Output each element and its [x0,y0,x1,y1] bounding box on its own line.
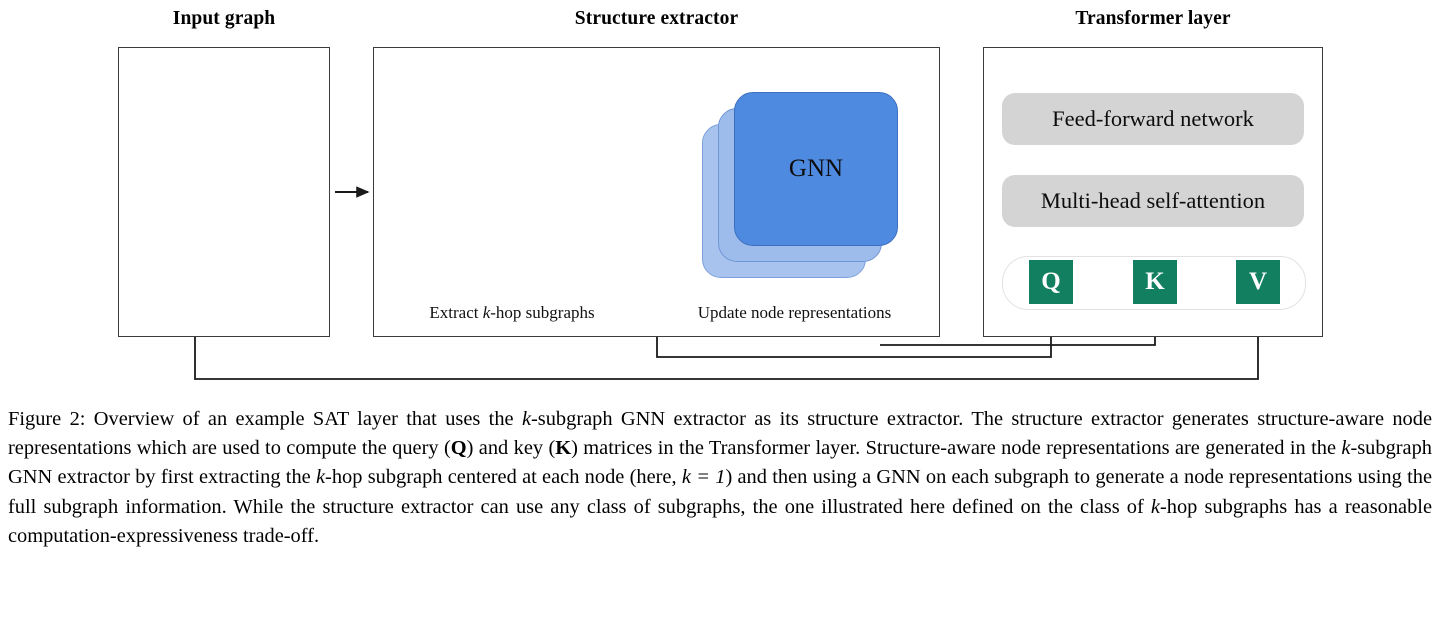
caption-fragment: k [1341,437,1351,460]
gnn-label: GNN [788,155,844,182]
connector-input-to-v [194,308,1264,380]
caption-fragment: ) matrices in the Transformer layer. Str… [571,437,1342,460]
caption-fragment: Q [450,437,467,460]
key-matrix-box: K [1133,260,1177,304]
caption-update-node-representations: Update node representations [697,303,892,322]
panel-title-input-graph: Input graph [172,8,276,29]
caption-fragment: Figure 2: Overview of an example SAT lay… [8,408,522,430]
extract-k-symbol: k [482,303,491,322]
extract-suffix: -hop subgraphs [490,303,595,322]
caption-fragment: -hop subgraphs has a reasonable computat… [8,495,1432,547]
multi-head-self-attention-block: Multi-head self-attention [1002,175,1304,227]
feed-forward-network-block: Feed-forward network [1002,93,1304,145]
figure-caption: Figure 2: Overview of an example SAT lay… [8,405,1432,551]
gnn-stack: GNN [702,92,898,278]
caption-extract-subgraphs: Extract k-hop subgraphs [393,303,631,323]
caption-fragment: k [1150,495,1160,518]
panel-input-graph [118,47,330,337]
panel-title-structure-extractor: Structure extractor [574,8,739,29]
query-matrix-box: Q [1029,260,1073,304]
caption-fragment: -hop subgraph centered at each node (her… [325,466,682,489]
extract-prefix: Extract [429,303,483,322]
caption-fragment: -subgraph GNN extractor as its structure… [8,408,1432,460]
gnn-layer-front [734,92,898,246]
caption-fragment: ) and then using a GNN on each subgraph … [8,466,1432,518]
caption-fragment: k = 1 [681,466,726,489]
caption-fragment: k [315,466,326,489]
figure-diagram: Input graph Structure extractor Transfor… [118,8,1323,380]
caption-fragment: -subgraph GNN extractor by first extract… [8,437,1432,489]
panel-title-transformer-layer: Transformer layer [1075,8,1231,29]
caption-fragment: K [555,437,572,460]
caption-fragment: ) and key ( [466,437,556,460]
value-matrix-box: V [1236,260,1280,304]
caption-fragment: k [521,408,532,430]
